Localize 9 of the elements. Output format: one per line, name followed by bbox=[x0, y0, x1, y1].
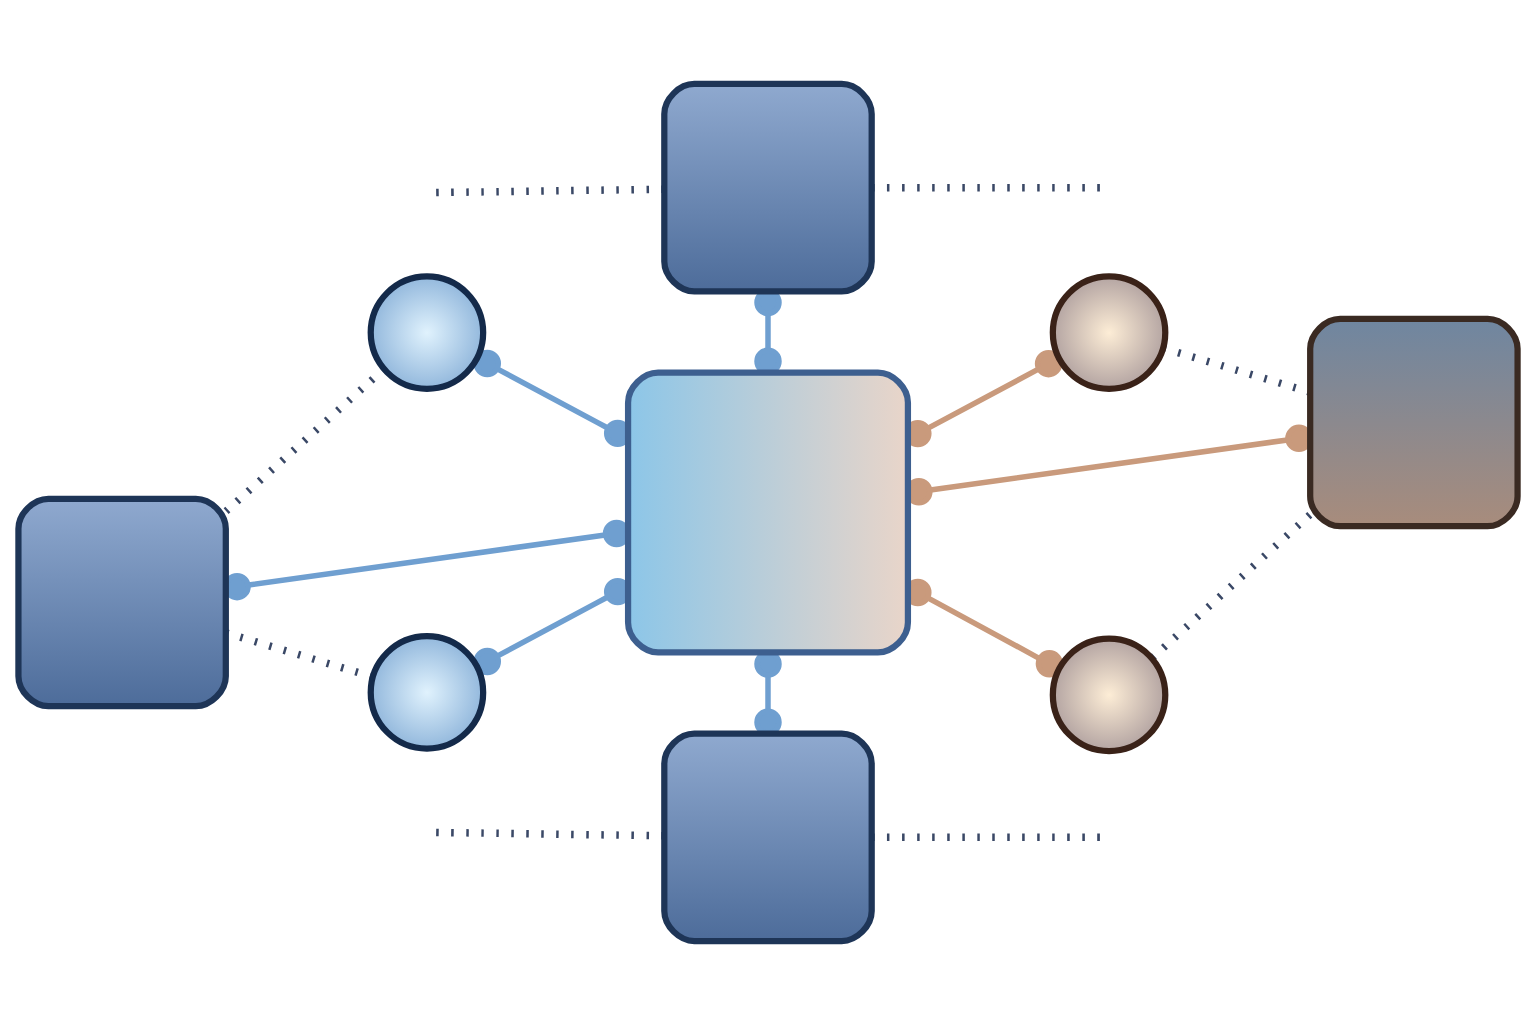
node-circle bbox=[1049, 635, 1169, 754]
node-box bbox=[661, 730, 875, 944]
node-box bbox=[661, 80, 875, 294]
node-box bbox=[15, 495, 229, 709]
node-box bbox=[624, 368, 912, 656]
node-circle bbox=[1049, 272, 1169, 392]
node-box bbox=[1307, 315, 1521, 529]
node-circle bbox=[367, 632, 487, 752]
node-circle bbox=[367, 272, 487, 392]
